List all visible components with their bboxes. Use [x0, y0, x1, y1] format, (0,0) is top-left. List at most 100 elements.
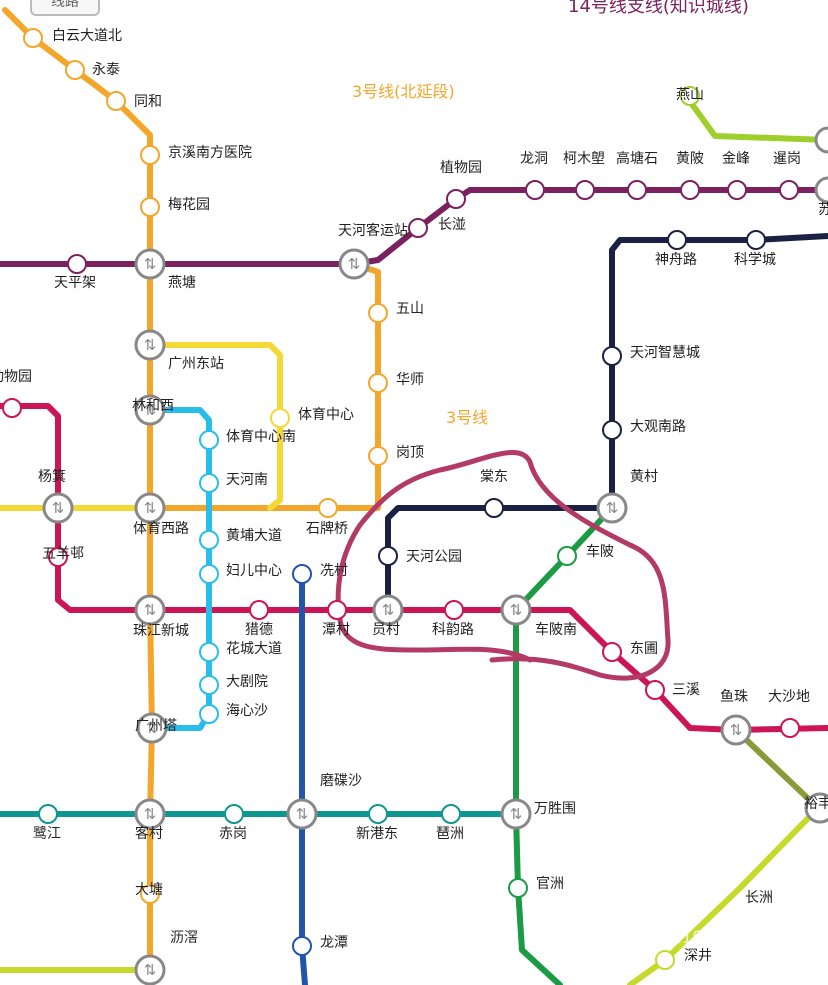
station-yanshan[interactable] [680, 86, 700, 106]
annotation-circle [335, 450, 671, 681]
station-liede[interactable] [249, 600, 269, 620]
station-zhigang[interactable] [779, 180, 799, 200]
interchange-yuzhu-icon: ⇅ [730, 721, 743, 739]
station-pazhou[interactable] [441, 804, 461, 824]
label-tianpingjia: 天平架 [54, 275, 96, 291]
station-zoo[interactable] [2, 398, 22, 418]
line1-route [147, 342, 283, 511]
station-funv-zhongxin[interactable] [199, 564, 219, 584]
label-daguan-nanlu: 大观南路 [630, 419, 686, 435]
label-keyun-road: 科韵路 [432, 622, 474, 638]
station-changban[interactable] [408, 218, 428, 238]
station-chigang[interactable] [224, 804, 244, 824]
station-wuyangcun[interactable] [48, 547, 68, 567]
station-tonghe[interactable] [106, 91, 126, 111]
station-gangding[interactable] [368, 446, 388, 466]
station-jingxi-nanfang-hospital[interactable] [140, 145, 160, 165]
line21-route [385, 233, 828, 611]
interchange-yantang[interactable]: ⇅ [134, 248, 166, 280]
station-shenjing[interactable] [655, 950, 675, 970]
interchange-tiyu-xilu[interactable]: ⇅ [134, 492, 166, 524]
label-yongtai: 永泰 [92, 62, 120, 78]
interchange-linhexi[interactable]: ⇅ [134, 394, 166, 426]
line3-north-label: 3号线(北延段) [352, 82, 455, 101]
station-grand-theatre[interactable] [199, 675, 219, 695]
label-datang: 大塘 [135, 882, 163, 898]
interchange-yuzhu[interactable]: ⇅ [720, 714, 752, 746]
interchange-guangzhou-east[interactable]: ⇅ [134, 329, 166, 361]
label-wuyangcun: 五羊邨 [42, 546, 84, 562]
interchange-huangcun[interactable]: ⇅ [596, 492, 628, 524]
label-funv-zhongxin: 妇儿中心 [226, 562, 282, 579]
legend-button[interactable]: 线路 [30, 0, 100, 16]
station-tianhe-park[interactable] [378, 546, 398, 566]
station-haixinsha[interactable] [199, 704, 219, 724]
station-tiyu-zhongxin-nan[interactable] [199, 430, 219, 450]
station-chebei[interactable] [557, 546, 577, 566]
station-tianhenan[interactable] [199, 473, 219, 493]
label-tiyu-xilu: 体育西路 [133, 521, 189, 537]
label-guangzhou-east: 广州东站 [168, 356, 224, 372]
interchange-yangji[interactable]: ⇅ [42, 492, 74, 524]
interchange-yufeng[interactable] [804, 792, 828, 824]
station-huacheng-avenue[interactable] [199, 642, 219, 662]
station-huangpu-avenue[interactable] [199, 530, 219, 550]
label-yuancun: 员村 [372, 622, 400, 638]
interchange-kecun[interactable]: ⇅ [134, 798, 166, 830]
label-longdong: 龙洞 [520, 151, 548, 167]
station-xingangdong[interactable] [368, 804, 388, 824]
interchange-edge-line14[interactable] [814, 126, 828, 154]
station-dongpu[interactable] [602, 642, 622, 662]
station-keyun-road[interactable] [444, 600, 464, 620]
label-tianhenan: 天河南 [226, 472, 268, 488]
station-longtan[interactable] [292, 936, 312, 956]
label-yantang: 燕塘 [168, 275, 196, 291]
label-tiyu-zhongxin-nan: 体育中心南 [226, 429, 296, 445]
station-tiyu-zhongxin[interactable] [270, 408, 290, 428]
station-xiancun[interactable] [292, 564, 312, 584]
station-datang[interactable] [140, 884, 160, 904]
label-lujiang: 鹭江 [33, 826, 61, 842]
station-gaotangshi[interactable] [627, 180, 647, 200]
station-tancun[interactable] [327, 600, 347, 620]
station-dashadi[interactable] [780, 718, 800, 738]
interchange-lijiao[interactable]: ⇅ [134, 954, 166, 985]
station-tianpingjia[interactable] [67, 254, 87, 274]
interchange-chebei-nan[interactable]: ⇅ [500, 594, 532, 626]
label-xingangdong: 新港东 [356, 826, 398, 842]
station-yongtai[interactable] [65, 60, 85, 80]
station-huashi[interactable] [368, 373, 388, 393]
station-jinfeng[interactable] [727, 180, 747, 200]
station-wushan[interactable] [368, 303, 388, 323]
label-mochasha: 磨碟沙 [320, 773, 362, 789]
line3-label: 3号线 [446, 408, 488, 427]
interchange-mochasha[interactable]: ⇅ [286, 798, 318, 830]
label-gangding: 岗顶 [396, 445, 424, 461]
interchange-edge-line6[interactable] [814, 176, 828, 204]
station-science-city[interactable] [746, 230, 766, 250]
station-zhiwuyuan[interactable] [446, 189, 466, 209]
line14-route [683, 93, 828, 143]
station-tangdong[interactable] [484, 498, 504, 518]
interchange-guangzhou-tower[interactable]: ⇅ [136, 712, 168, 744]
station-sanxi[interactable] [645, 680, 665, 700]
station-longdong[interactable] [525, 180, 545, 200]
interchange-tianhe-coach[interactable]: ⇅ [338, 248, 370, 280]
interchange-wanshengwei[interactable]: ⇅ [500, 798, 532, 830]
label-guanzhou: 官洲 [536, 876, 564, 892]
station-kemulang[interactable] [575, 180, 595, 200]
station-tianhe-smart-city[interactable] [602, 346, 622, 366]
station-guanzhou[interactable] [508, 878, 528, 898]
label-yangji: 杨箕 [38, 468, 66, 485]
station-baiyun-avenue-north[interactable] [23, 28, 43, 48]
station-shipaiqiao[interactable] [318, 498, 338, 518]
station-huangbei[interactable] [680, 180, 700, 200]
station-lujiang[interactable] [38, 804, 58, 824]
station-daguan-nanlu[interactable] [602, 420, 622, 440]
station-meihuayuan[interactable] [140, 197, 160, 217]
interchange-wanshengwei-icon: ⇅ [510, 805, 523, 823]
interchange-yuancun[interactable]: ⇅ [372, 594, 404, 626]
station-shenzhou-road[interactable] [667, 230, 687, 250]
interchange-zhujiang-newtown[interactable]: ⇅ [134, 594, 166, 626]
